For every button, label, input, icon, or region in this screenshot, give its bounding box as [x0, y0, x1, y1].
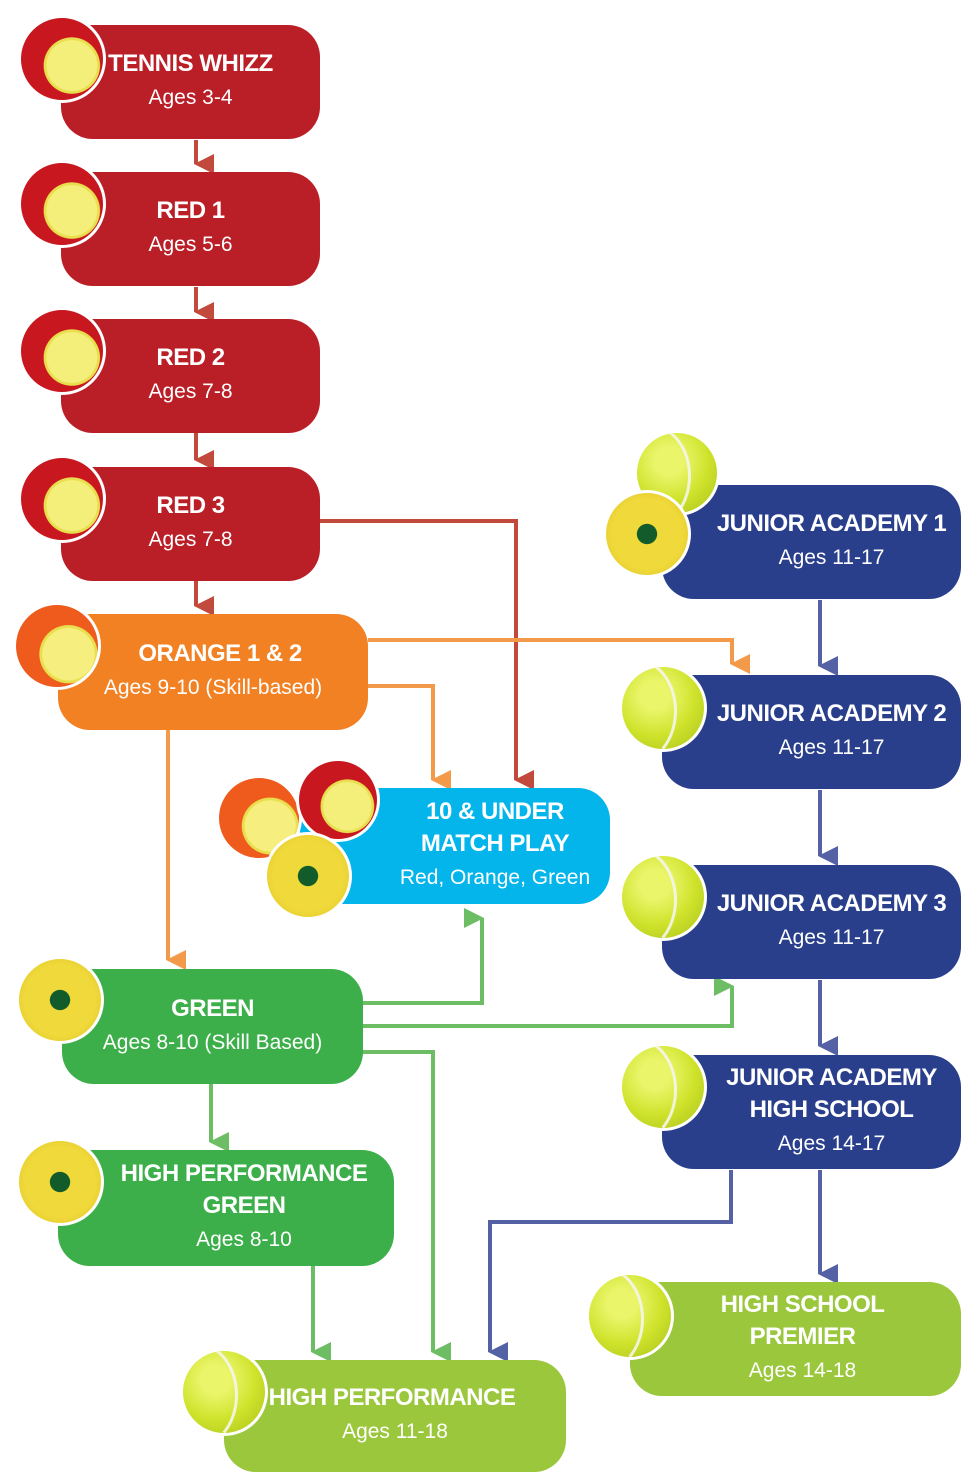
node-junior-academy-2: JUNIOR ACADEMY 2 Ages 11-17 — [662, 675, 961, 789]
orange-ball-icon — [13, 602, 101, 690]
node-high-performance: HIGH PERFORMANCE Ages 11-18 — [224, 1360, 566, 1472]
node-subtitle: Ages 7-8 — [148, 528, 233, 551]
red-ball-icon — [18, 455, 106, 543]
arrow-orange-ja2 — [368, 638, 750, 674]
node-title-line1: 10 & UNDER — [426, 798, 564, 825]
node-title: JUNIOR ACADEMY 2 — [716, 700, 947, 727]
node-title: HIGH PERFORMANCE — [268, 1384, 516, 1411]
arrow-jahs-hp — [488, 1170, 733, 1362]
node-subtitle: Ages 5-6 — [148, 233, 233, 256]
node-subtitle: Ages 8-10 (Skill Based) — [102, 1030, 323, 1054]
node-title-line2: MATCH PLAY — [420, 830, 570, 857]
node-title: JUNIOR ACADEMY 3 — [716, 890, 947, 917]
node-subtitle: Ages 8-10 — [196, 1228, 292, 1251]
node-title: TENNIS WHIZZ — [108, 50, 273, 77]
red-ball-icon — [18, 160, 106, 248]
node-subtitle: Ages 11-17 — [778, 546, 885, 569]
node-title: JUNIOR ACADEMY 1 — [716, 510, 947, 537]
node-title-line2: GREEN — [202, 1192, 286, 1219]
node-title-line1: HIGH SCHOOL — [720, 1291, 885, 1318]
node-high-school-premier: HIGH SCHOOL PREMIER Ages 14-18 — [630, 1282, 961, 1396]
red-ball-icon — [18, 307, 106, 395]
arrow-green-ja3 — [362, 976, 734, 1028]
node-green: GREEN Ages 8-10 (Skill Based) — [62, 969, 363, 1084]
node-subtitle: Ages 11-18 — [342, 1420, 448, 1443]
green-dot-ball-icon — [16, 956, 104, 1044]
tennis-ball-icon — [619, 1043, 707, 1131]
tennis-ball-icon — [619, 853, 707, 941]
node-junior-academy-1: JUNIOR ACADEMY 1 Ages 11-17 — [662, 485, 961, 599]
node-match-play: 10 & UNDER MATCH PLAY Red, Orange, Green — [300, 788, 610, 904]
node-title-line1: HIGH PERFORMANCE — [120, 1160, 368, 1187]
node-junior-academy-high-school: JUNIOR ACADEMY HIGH SCHOOL Ages 14-17 — [662, 1055, 961, 1169]
node-subtitle: Ages 11-17 — [778, 736, 885, 759]
node-title-line2: PREMIER — [749, 1323, 856, 1350]
red-ball-icon — [296, 758, 380, 842]
node-subtitle: Ages 3-4 — [148, 86, 233, 109]
green-dot-ball-icon — [603, 490, 691, 578]
arrow-green-hp — [362, 1050, 451, 1362]
green-dot-ball-icon — [264, 832, 352, 920]
node-subtitle: Ages 9-10 (Skill-based) — [103, 676, 323, 699]
node-junior-academy-3: JUNIOR ACADEMY 3 Ages 11-17 — [662, 865, 961, 979]
node-orange-1-2: ORANGE 1 & 2 Ages 9-10 (Skill-based) — [58, 614, 368, 730]
node-title-line1: JUNIOR ACADEMY — [726, 1064, 937, 1091]
tennis-ball-icon — [180, 1348, 268, 1436]
node-subtitle: Ages 14-17 — [777, 1132, 886, 1155]
green-dot-ball-icon — [16, 1138, 104, 1226]
node-title: RED 3 — [156, 492, 225, 519]
orange-ball-icon — [216, 775, 302, 861]
node-subtitle: Ages 14-18 — [748, 1359, 857, 1382]
node-subtitle: Red, Orange, Green — [399, 866, 591, 889]
arrow-orange-matchplay — [368, 684, 451, 790]
tennis-ball-icon — [619, 664, 707, 752]
arrow-red3-matchplay — [320, 519, 534, 790]
tennis-ball-icon — [586, 1272, 674, 1360]
node-red-1: RED 1 Ages 5-6 — [61, 172, 320, 286]
node-title: RED 2 — [156, 344, 225, 371]
node-title-line2: HIGH SCHOOL — [749, 1096, 914, 1123]
node-high-performance-green: HIGH PERFORMANCE GREEN Ages 8-10 — [58, 1150, 394, 1266]
node-title: ORANGE 1 & 2 — [138, 640, 302, 667]
arrow-green-matchplay — [362, 908, 484, 1005]
red-ball-icon — [18, 15, 106, 103]
node-tennis-whizz: TENNIS WHIZZ Ages 3-4 — [61, 25, 320, 139]
node-subtitle: Ages 7-8 — [148, 380, 233, 403]
node-title: RED 1 — [156, 197, 225, 224]
node-subtitle: Ages 11-17 — [778, 926, 885, 949]
node-title: GREEN — [171, 994, 254, 1022]
